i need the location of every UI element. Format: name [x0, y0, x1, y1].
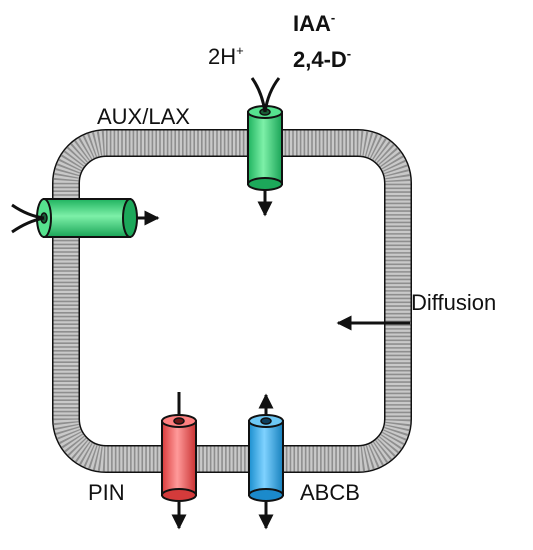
iaa-charge: -	[331, 10, 335, 25]
proton-label: 2H+	[208, 43, 244, 69]
aux-lax-carrier-left	[11, 198, 160, 238]
aux-lax-label: AUX/LAX	[97, 104, 190, 129]
abcb-label: ABCB	[300, 480, 360, 505]
d24-label: 2,4-D-	[293, 46, 351, 72]
iaa-label: IAA-	[293, 10, 335, 36]
cell-membrane	[52, 129, 412, 473]
pin-label: PIN	[88, 480, 125, 505]
aux-lax-carrier-top	[247, 77, 283, 217]
diffusion-label: Diffusion	[411, 290, 496, 315]
abcb-carrier	[248, 393, 284, 530]
d24-charge: -	[347, 46, 351, 61]
pin-carrier	[161, 392, 197, 530]
proton-charge: +	[236, 43, 244, 58]
